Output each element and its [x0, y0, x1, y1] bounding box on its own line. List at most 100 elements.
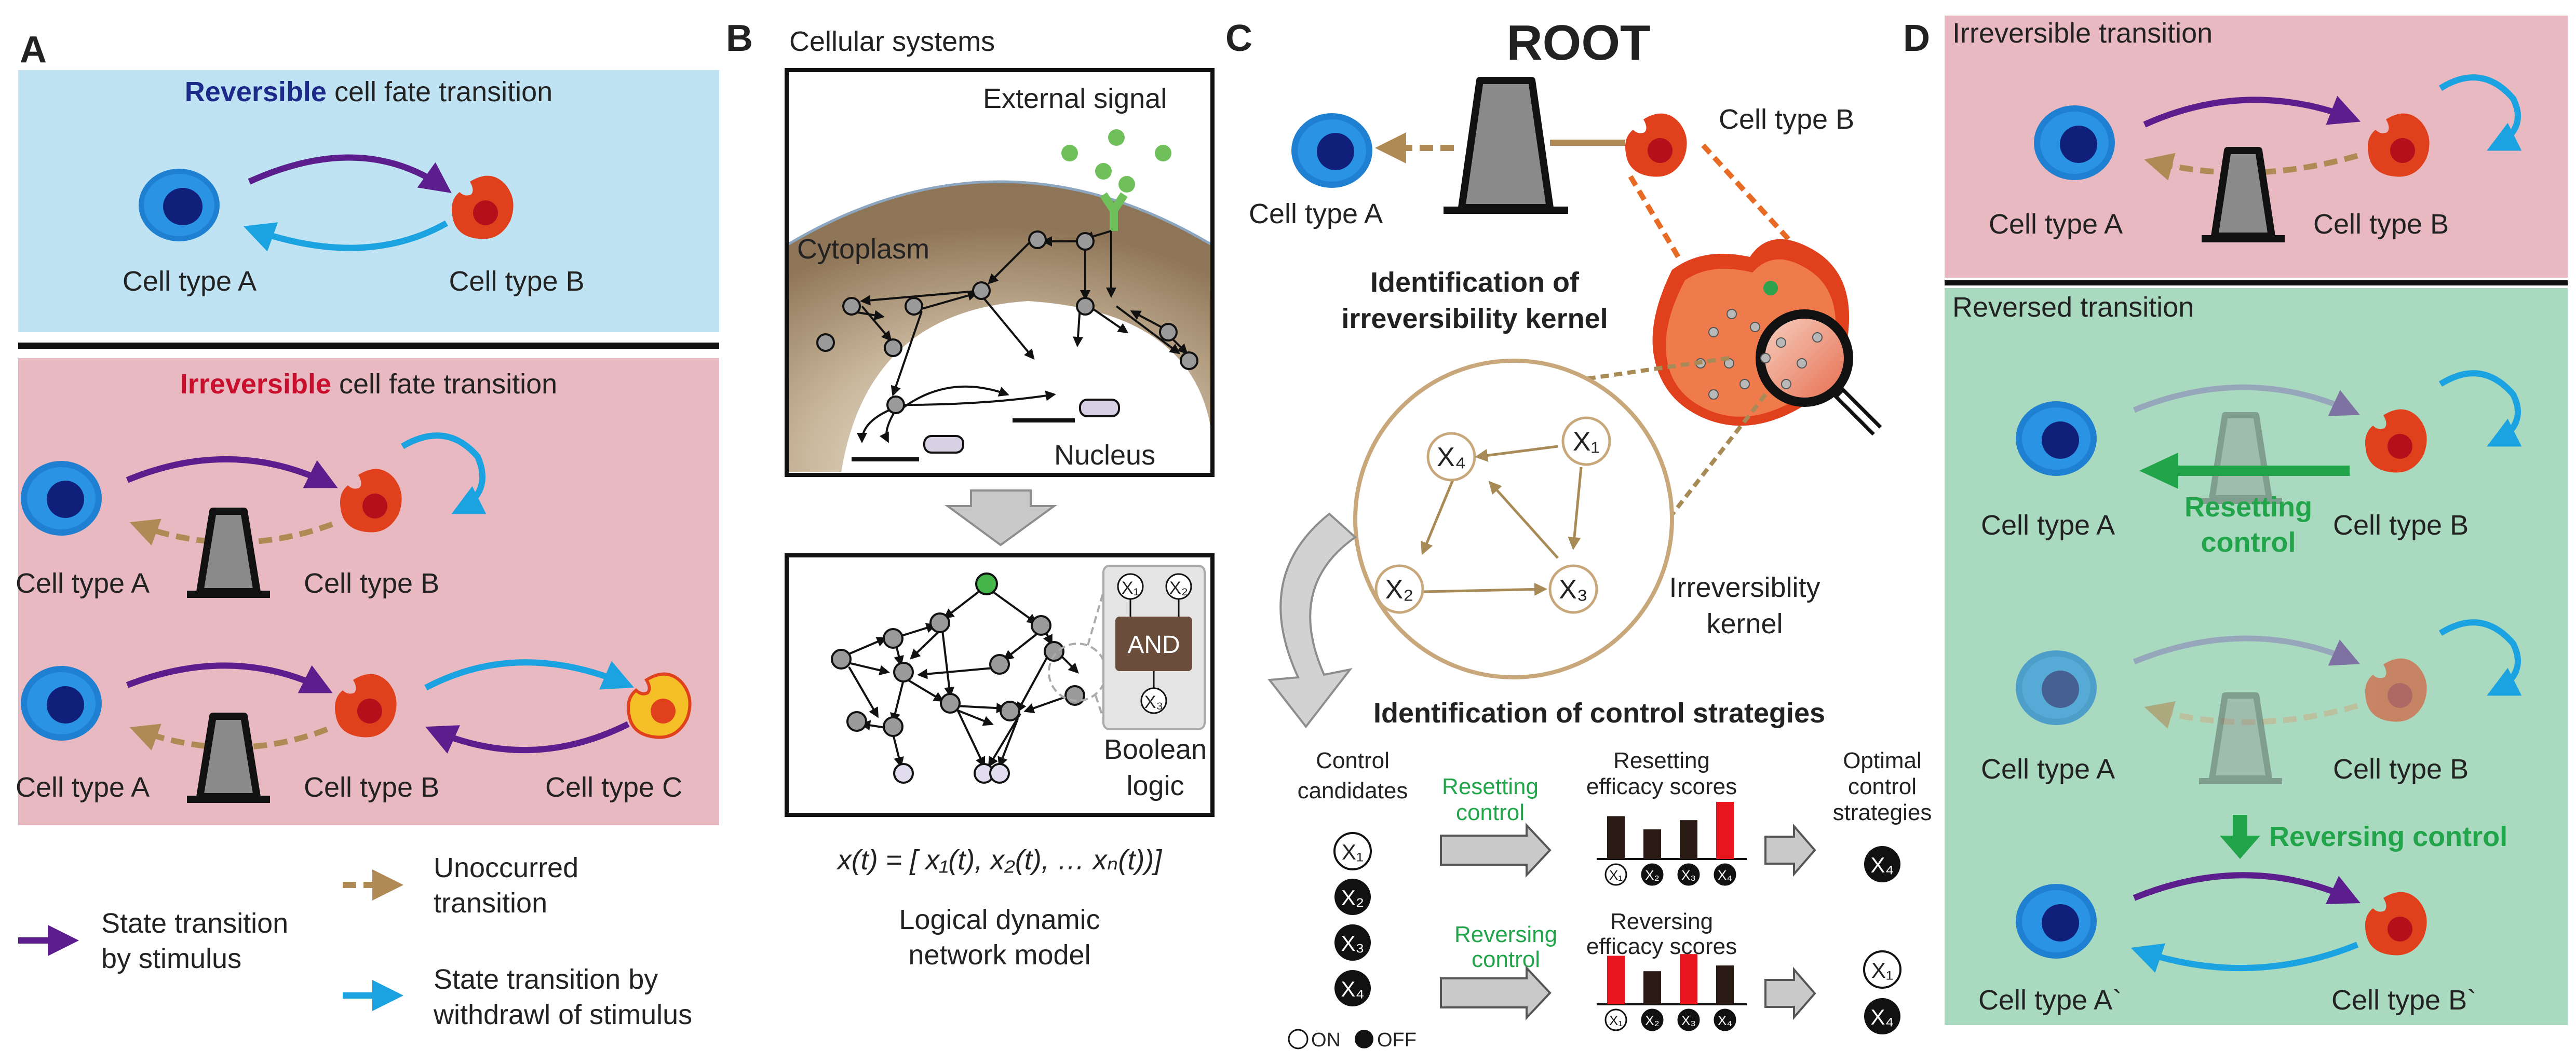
d-rev-cell-a-label: Cell type A — [1981, 754, 2115, 785]
cell-b-icon — [1625, 113, 1687, 177]
identification-kernel-title-2: irreversibility kernel — [1341, 303, 1608, 334]
faded-cell-b-icon — [2365, 658, 2427, 722]
panel-b-letter: B — [726, 18, 753, 59]
kernel-nodes — [1374, 416, 1611, 614]
cell-a-icon — [1291, 113, 1372, 188]
resetting-score-node-marker — [1714, 863, 1736, 886]
resetting-score-bar — [1607, 816, 1625, 859]
d-irrev-cell-b-label: Cell type B — [2313, 209, 2449, 240]
legend-stimulus-text-2: by stimulus — [101, 943, 241, 974]
faded-cell-a-icon — [2016, 650, 2097, 725]
boolean-network-nodes — [831, 572, 1085, 784]
reversing-score-node-marker — [1641, 1008, 1664, 1031]
panel-d-divider — [1945, 280, 2568, 285]
forward-transition-arrow — [2143, 96, 2361, 128]
kernel-label-2: kernel — [1706, 608, 1783, 639]
reversing-score-node-label: X₂ — [1645, 1013, 1659, 1028]
d-cell-b-prime-label: Cell type B` — [2331, 985, 2476, 1016]
svg-text:X₄: X₄ — [1341, 977, 1364, 1001]
boolean-logic-label-2: logic — [1126, 770, 1184, 801]
forward-transition-arrow — [2133, 872, 2361, 905]
reversing-score-node-label: X₁ — [1609, 1013, 1623, 1028]
barrier-icon — [187, 713, 270, 803]
reversing-score-bar — [1680, 954, 1697, 1004]
resetting-score-bar — [1716, 802, 1734, 859]
resetting-control-text-2: control — [2201, 527, 2296, 558]
resetting-score-bar — [1680, 820, 1697, 859]
irrev-row2-cell-b-label: Cell type B — [304, 772, 439, 803]
zoom-line — [1654, 393, 1768, 536]
reverse-transition-arrow — [2130, 942, 2359, 973]
resetting-control-label-2: control — [1456, 800, 1525, 825]
svg-text:X₃: X₃ — [1341, 931, 1364, 956]
state-equation: x(t) = [ x₁(t), x₂(t), … xₙ(t))] — [836, 844, 1163, 876]
boolean-logic-inset: AND X₁ X₂ X₃ — [1102, 565, 1206, 730]
reversing-optimal-node: X₁ — [1863, 950, 1901, 989]
panel-b-title: Cellular systems — [789, 26, 995, 57]
inset-x3: X₃ — [1144, 692, 1164, 712]
zoom-line — [1087, 591, 1104, 646]
reversing-control-label-2: control — [1472, 947, 1540, 972]
reversing-arrow — [1440, 965, 1552, 1021]
cellular-network-nodes — [816, 230, 1198, 414]
kernel-label: Irreversiblity — [1669, 572, 1820, 603]
reverse-transition-arrow — [243, 220, 448, 252]
kernel-node-x1: X₁ — [1573, 427, 1600, 457]
resetting-control-arrow — [2139, 453, 2350, 489]
faded-forward-arrow — [2133, 635, 2361, 666]
inset-x2: X₂ — [1169, 578, 1188, 598]
resetting-score-node-label: X₄ — [1718, 867, 1732, 883]
resetting-scores-label-2: efficacy scores — [1586, 774, 1737, 799]
svg-text:X₁: X₁ — [1342, 840, 1364, 864]
nucleus-label: Nucleus — [1054, 440, 1155, 471]
gene-icons — [852, 399, 1120, 461]
panel-a-divider — [18, 343, 719, 349]
cell-b-icon — [2365, 409, 2427, 473]
barrier-icon — [187, 508, 270, 598]
legend-unoccurred-text-2: transition — [434, 888, 547, 919]
reversing-score-node-marker — [1677, 1008, 1700, 1031]
d-reset-cell-a-label: Cell type A — [1981, 510, 2115, 541]
legend-withdrawl-text-2: withdrawl of stimulus — [433, 999, 692, 1030]
forward-transition-arrow — [126, 662, 333, 693]
irreversible-title: Irreversible cell fate transition — [180, 369, 557, 400]
legend: State transition by stimulus Unoccurred … — [18, 852, 692, 1030]
resetting-result-arrow — [1764, 823, 1816, 877]
forward-transition-arrow — [126, 456, 338, 488]
faded-barrier-icon — [2199, 412, 2282, 504]
cell-b-icon — [2367, 113, 2430, 177]
forward-transition-arrow — [248, 154, 452, 193]
svg-text:X₂: X₂ — [1341, 885, 1364, 910]
root-cell-b-label: Cell type B — [1719, 104, 1854, 135]
reversing-scores-label-2: efficacy scores — [1586, 934, 1737, 959]
resetting-score-node-label: X₁ — [1609, 867, 1623, 883]
reversing-score-node-label: X₃ — [1681, 1013, 1696, 1028]
external-signal-molecules — [1061, 129, 1171, 193]
self-loop-arrow — [400, 432, 487, 514]
zoom-line — [1701, 143, 1809, 262]
identification-control-title: Identification of control strategies — [1373, 698, 1825, 729]
optimal-strategies-label: Optimal — [1843, 748, 1922, 773]
reversible-cell-b-label: Cell type B — [449, 266, 584, 297]
root-title: ROOT — [1506, 15, 1650, 71]
reversing-score-bar — [1716, 965, 1734, 1004]
resetting-arrow — [1440, 822, 1552, 878]
resetting-score-node-marker — [1604, 863, 1627, 886]
irrev-row2-cell-c-label: Cell type C — [545, 772, 682, 803]
and-gate-label: AND — [1127, 631, 1180, 659]
d-reset-cell-b-label: Cell type B — [2333, 510, 2469, 541]
cell-a-icon — [2016, 884, 2097, 959]
model-arrow — [944, 489, 1058, 547]
reversing-score-node-marker — [1604, 1008, 1627, 1031]
faded-forward-arrow — [2133, 384, 2360, 416]
candidate-node: X₃ — [1334, 924, 1371, 961]
faded-unoccurred-arrow — [2144, 701, 2358, 729]
unoccurred-transition-arrow — [129, 724, 328, 751]
reversed-transition-title: Reversed transition — [1952, 292, 2194, 323]
b-to-c-transition-arrow — [424, 659, 635, 691]
optimal-strategies-label-3: strategies — [1833, 800, 1932, 825]
root-cell-a-label: Cell type A — [1249, 198, 1383, 229]
svg-text:X₄: X₄ — [1870, 1005, 1894, 1029]
